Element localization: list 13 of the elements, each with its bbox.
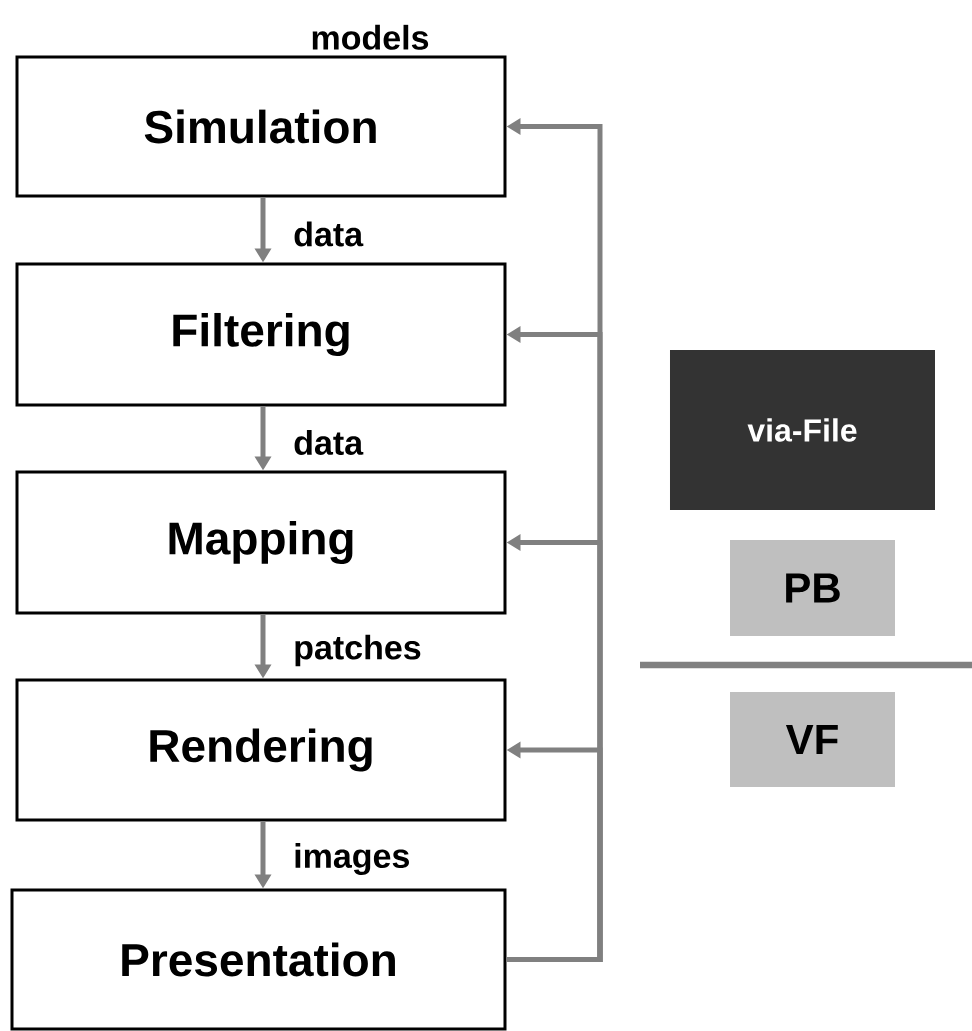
process-box: Rendering (15, 678, 507, 822)
edge-label: data (294, 221, 364, 247)
beside-label: models (312, 24, 429, 50)
process-box: Filtering (15, 262, 507, 407)
edge-label: data (294, 430, 364, 455)
label-box: PB (730, 540, 895, 636)
edge-label: patches (295, 634, 421, 667)
process-box: Mapping (15, 470, 507, 615)
process-box: Simulation (15, 55, 507, 198)
label-box: VF (730, 692, 895, 787)
label-box: via-File (670, 350, 935, 510)
edge-label: images (295, 843, 409, 875)
process-box: Presentation (10, 888, 507, 1031)
